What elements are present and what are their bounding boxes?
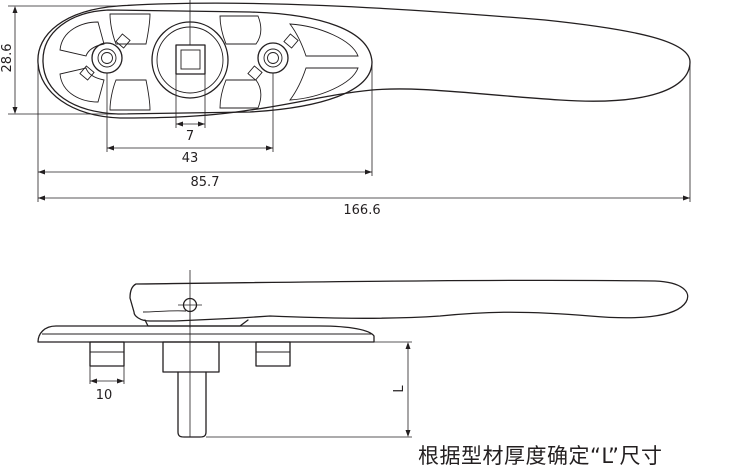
pocket (219, 79, 262, 109)
dim-total-length: 166.6 (38, 64, 691, 218)
dim-height: 28.6 (0, 5, 120, 115)
pocket (59, 21, 105, 57)
dim-base-length: 85.7 (37, 64, 373, 202)
square-drive-outer (175, 44, 206, 75)
nut (115, 33, 131, 49)
dim-screw-width: 10 (89, 366, 125, 403)
dim-length-l: L (206, 341, 412, 438)
base-plate-side (37, 325, 375, 343)
dim-base-length-label: 85.7 (191, 175, 220, 190)
screw-hole-right (263, 48, 283, 68)
base-plate-top (42, 9, 373, 115)
dim-square-drive: 7 (175, 74, 206, 144)
screw-hole-left (97, 48, 117, 68)
pocket (109, 13, 151, 45)
nut (247, 65, 263, 81)
square-drive-inner (180, 49, 201, 70)
dim-length-l-label: L (392, 385, 407, 393)
dim-total-length-label: 166.6 (343, 203, 380, 218)
dim-screw-width-label: 10 (96, 388, 113, 403)
screw-hole-left-inner (101, 52, 113, 64)
screw-hole-right-inner (267, 52, 279, 64)
screw-boss-right (257, 42, 289, 74)
screw-boss-left (91, 42, 123, 74)
pocket (59, 67, 105, 103)
lever-step (142, 310, 187, 313)
top-view (37, 2, 691, 119)
dim-square-drive-label: 7 (186, 129, 194, 144)
handle-top-outline (37, 2, 691, 119)
spindle-housing (162, 341, 220, 373)
pocket (219, 15, 262, 45)
nut (283, 33, 299, 49)
dim-screw-spacing-label: 43 (182, 151, 199, 166)
spindle (177, 371, 207, 438)
pocket (289, 23, 359, 57)
side-view (37, 270, 689, 438)
dim-screw-spacing: 43 (106, 73, 274, 166)
dim-height-label: 28.6 (0, 44, 15, 73)
screw-left (89, 341, 125, 367)
nut (79, 65, 95, 81)
lever-side (129, 279, 689, 322)
pocket (109, 79, 151, 111)
note-text: 根据型材厚度确定“L”尺寸 (418, 444, 663, 468)
pocket (289, 67, 359, 101)
screw-right (255, 341, 291, 367)
